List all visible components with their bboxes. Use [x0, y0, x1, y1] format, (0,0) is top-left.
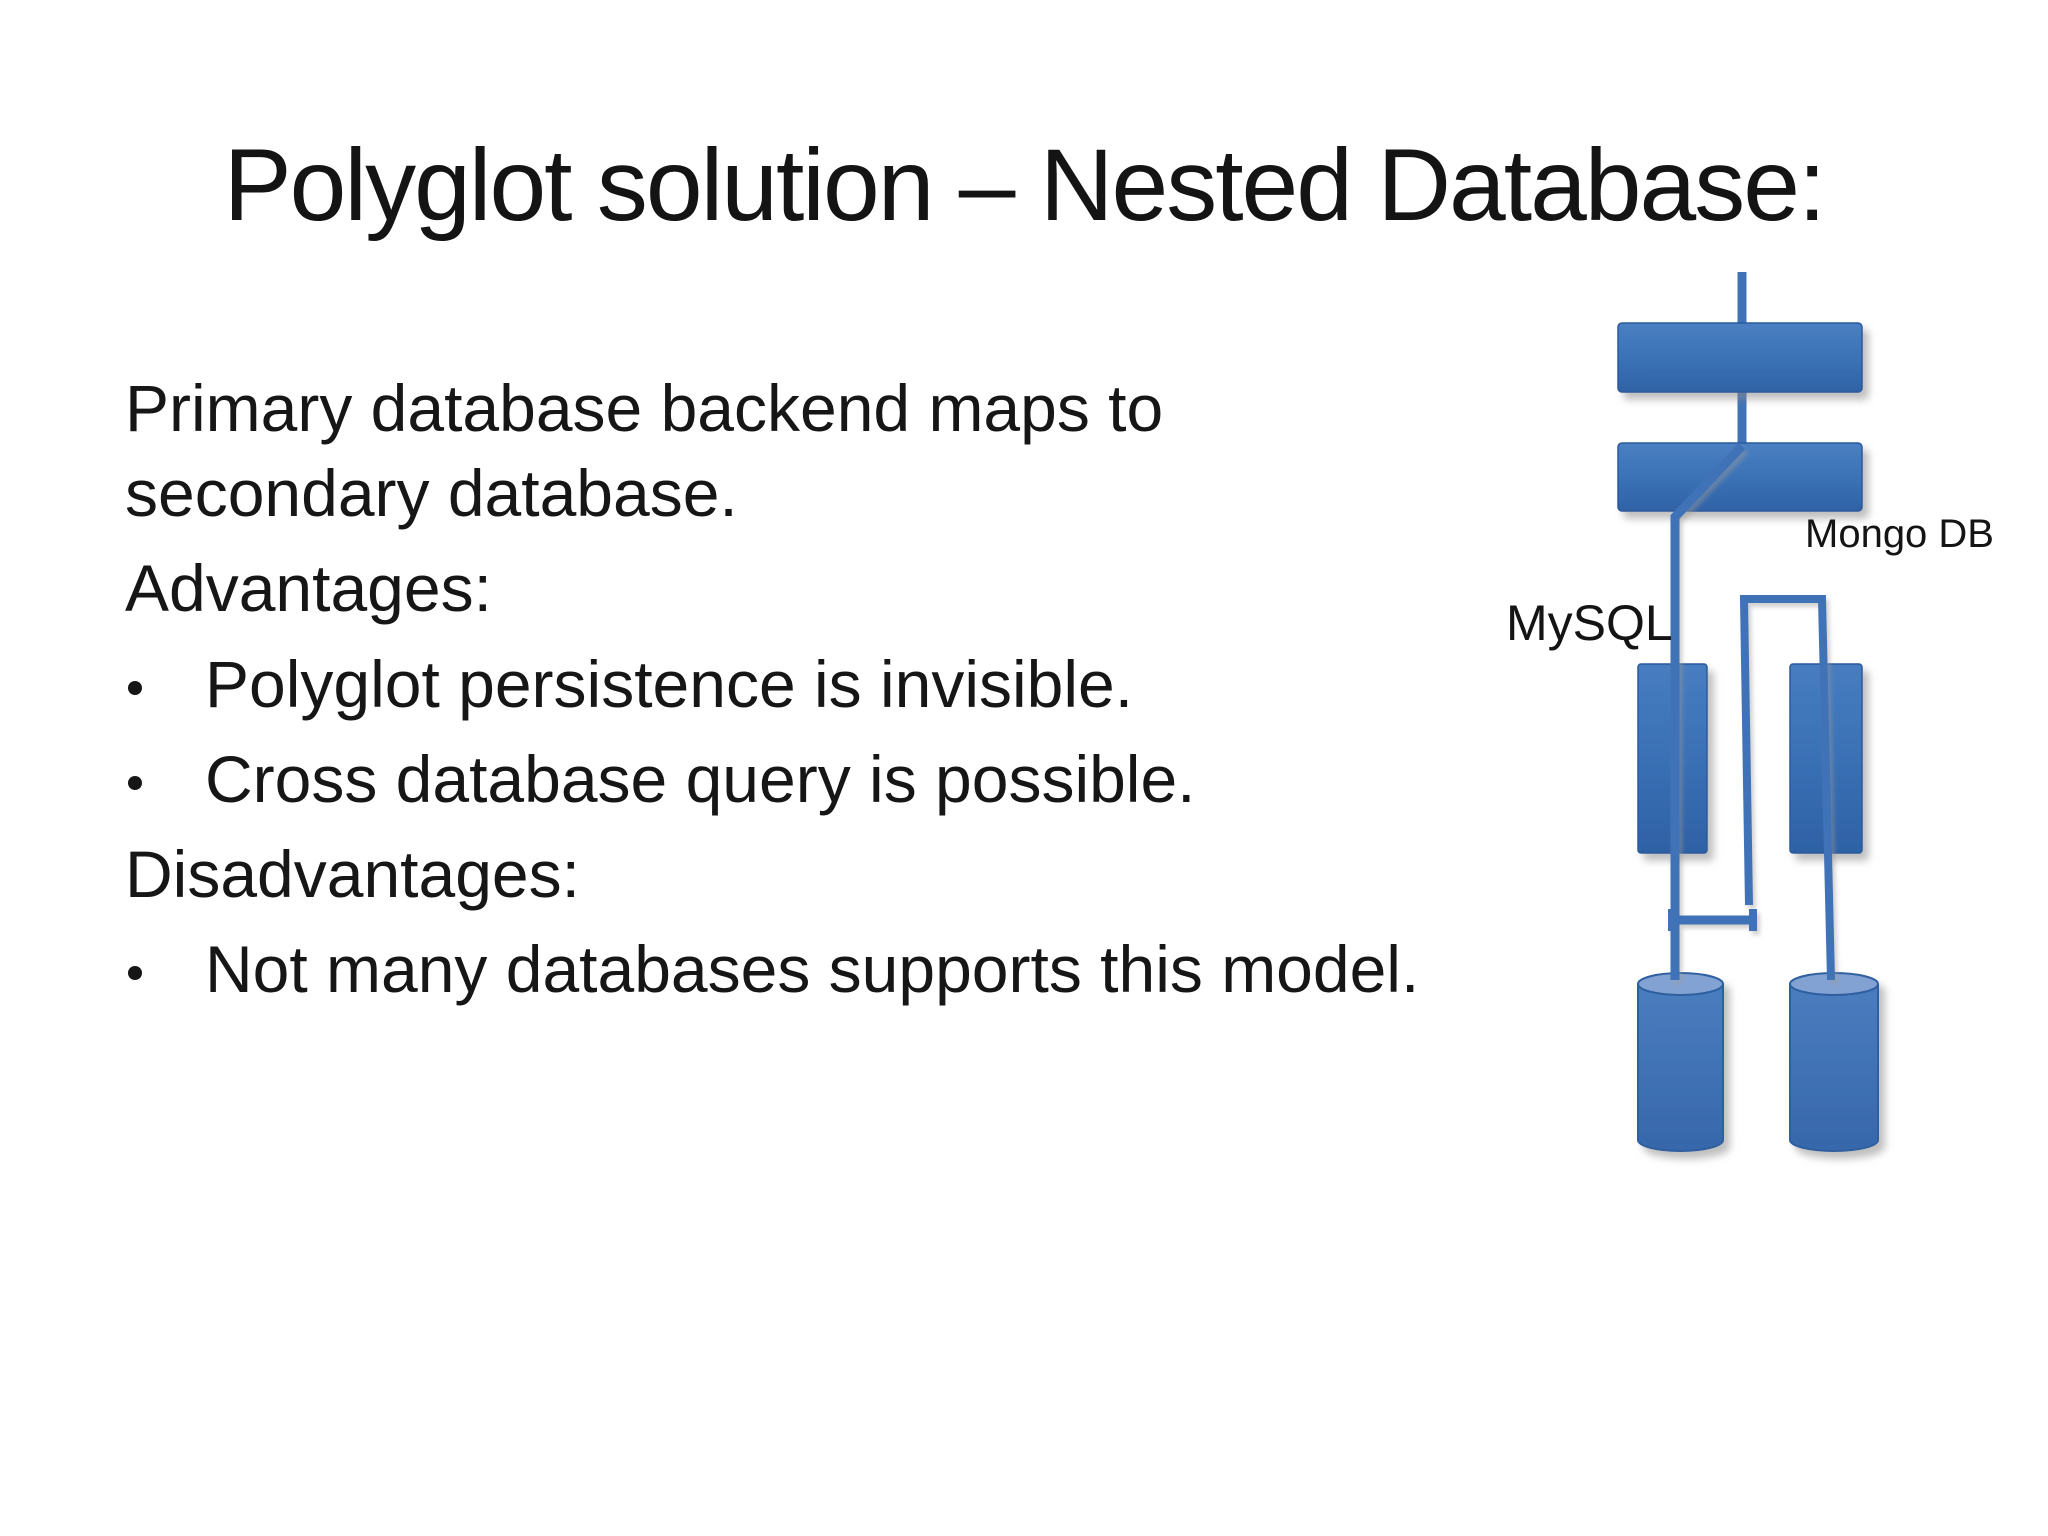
primary-db-bar-bottom: [1617, 442, 1863, 512]
bullet-text: Polyglot persistence is invisible.: [205, 647, 1134, 721]
bullet-text: Cross database query is possible.: [205, 742, 1196, 816]
bullet-dot-icon: [128, 966, 142, 980]
bullet-text: Not many databases supports this model.: [205, 932, 1420, 1006]
bullet-dot-icon: [128, 681, 142, 695]
mysql-connector: [1670, 442, 1746, 980]
mysql-label: MySQL: [1506, 595, 1673, 651]
nested-database-diagram: [1617, 272, 1879, 1152]
body-line: Primary database backend maps to: [125, 371, 1164, 445]
connector-lines: [1668, 442, 1835, 981]
mysql-cylinder: [1637, 972, 1724, 1152]
mongo-cylinder: [1789, 972, 1879, 1152]
section-heading: Advantages:: [125, 551, 492, 625]
mongo-db-label: Mongo DB: [1805, 512, 1994, 556]
bullet-item: Polyglot persistence is invisible.: [125, 651, 1133, 717]
bullet-dot-icon: [128, 776, 142, 790]
mongo-connector: [1739, 595, 1835, 981]
primary-db-bar-top: [1617, 322, 1863, 393]
bullet-item: Cross database query is possible.: [125, 746, 1196, 812]
body-line: secondary database.: [125, 456, 738, 530]
bullet-item: Not many databases supports this model.: [125, 936, 1419, 1002]
section-heading: Disadvantages:: [125, 837, 580, 911]
slide-title: Polyglot solution – Nested Database:: [223, 128, 1827, 242]
